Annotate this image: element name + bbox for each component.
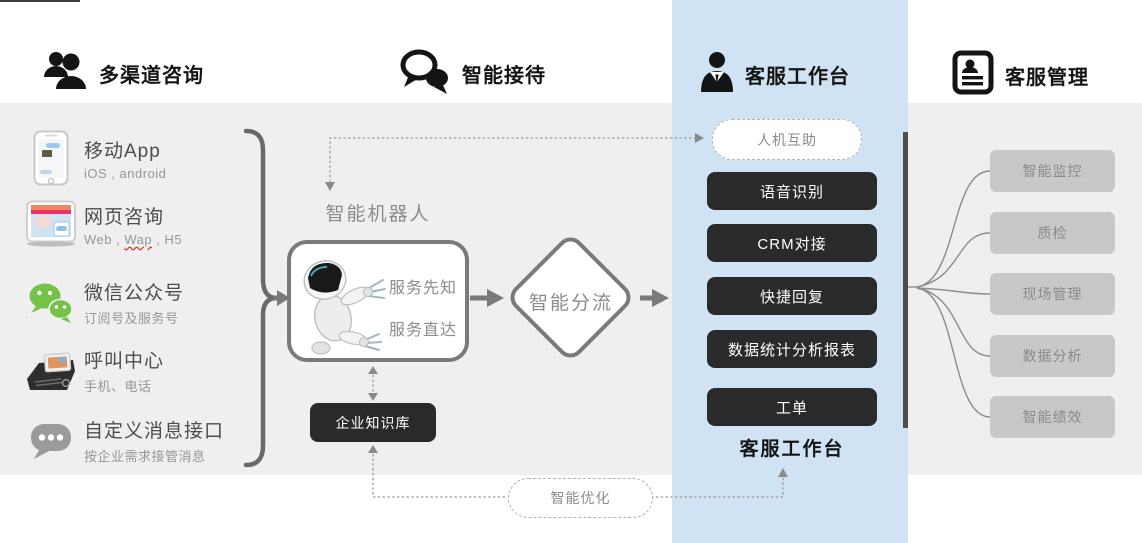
- header-management: 客服管理: [952, 50, 1089, 100]
- workbench-caption: 客服工作台: [739, 439, 845, 460]
- channel-wechat-official: 微信公众号 订阅号及服务号: [18, 278, 184, 327]
- agent-person-icon: [700, 51, 734, 98]
- channel-title: 自定义消息接口: [84, 421, 225, 442]
- smartphone-icon: [18, 130, 84, 186]
- mgmt-smart-performance: 智能绩效: [990, 396, 1115, 438]
- channel-call-center: 呼叫中心 手机、电话: [18, 346, 164, 395]
- header-workbench: 客服工作台: [700, 51, 850, 98]
- subtitle-part-spellcheck: Wap: [124, 231, 153, 247]
- subtitle-part: , H5: [152, 231, 183, 247]
- smart-optimization-node: 智能优化: [508, 478, 653, 518]
- header-label: 客服管理: [1005, 66, 1089, 89]
- channel-subtitle: 订阅号及服务号: [84, 311, 179, 326]
- subtitle-part: Web ,: [84, 231, 125, 247]
- channel-subtitle: 手机、电话: [84, 379, 152, 394]
- browser-icon: [18, 200, 84, 248]
- tool-voice-recognition: 语音识别: [707, 172, 877, 210]
- channel-title: 移动App: [84, 140, 161, 162]
- robot-feature: 服务先知: [389, 280, 458, 297]
- robot-node: 服务先知 服务直达: [287, 240, 469, 362]
- channel-title: 网页咨询: [84, 206, 165, 228]
- smart-diversion-label: 智能分流: [528, 293, 613, 314]
- channel-mobile-app: 移动App iOS , android: [18, 130, 166, 186]
- channel-subtitle: Web , Wap , H5: [84, 232, 182, 247]
- channel-title: 微信公众号: [84, 283, 185, 304]
- human-machine-assist-node: 人机互助: [712, 119, 862, 160]
- knowledge-base-node: 企业知识库: [310, 403, 436, 442]
- channel-subtitle: iOS , android: [84, 165, 167, 181]
- chat-bubbles-icon: [397, 47, 451, 100]
- channel-subtitle: 按企业需求接管消息: [84, 449, 206, 464]
- robot-node-label: 智能机器人: [325, 204, 431, 225]
- tool-statistics-report: 数据统计分析报表: [707, 330, 877, 368]
- telephone-icon: [18, 349, 84, 393]
- header-smart-reception: 智能接待: [397, 47, 546, 100]
- robot-image: [295, 252, 389, 361]
- header-label: 智能接待: [462, 65, 546, 87]
- header-label: 多渠道咨询: [99, 65, 204, 87]
- mgmt-onsite-management: 现场管理: [990, 273, 1115, 315]
- channel-web-consult: 网页咨询 Web , Wap , H5: [18, 200, 182, 248]
- channel-title: 呼叫中心: [84, 351, 165, 372]
- header-label: 客服工作台: [745, 66, 850, 88]
- mgmt-quality-inspection: 质检: [990, 212, 1115, 254]
- wechat-icon: [18, 281, 84, 325]
- screen-edge-artifact: [0, 0, 80, 2]
- tool-work-order: 工单: [707, 388, 877, 426]
- mgmt-data-analysis: 数据分析: [990, 335, 1115, 377]
- id-card-icon: [952, 50, 994, 100]
- tool-crm-integration: CRM对接: [707, 224, 877, 262]
- robot-feature: 服务直达: [389, 322, 458, 339]
- users-icon: [42, 47, 88, 100]
- channel-custom-message-api: 自定义消息接口 按企业需求接管消息: [18, 416, 224, 465]
- header-multichannel: 多渠道咨询: [42, 47, 204, 100]
- mgmt-smart-monitoring: 智能监控: [990, 150, 1115, 192]
- tool-quick-reply: 快捷回复: [707, 277, 877, 315]
- message-bubble-icon: [18, 421, 84, 461]
